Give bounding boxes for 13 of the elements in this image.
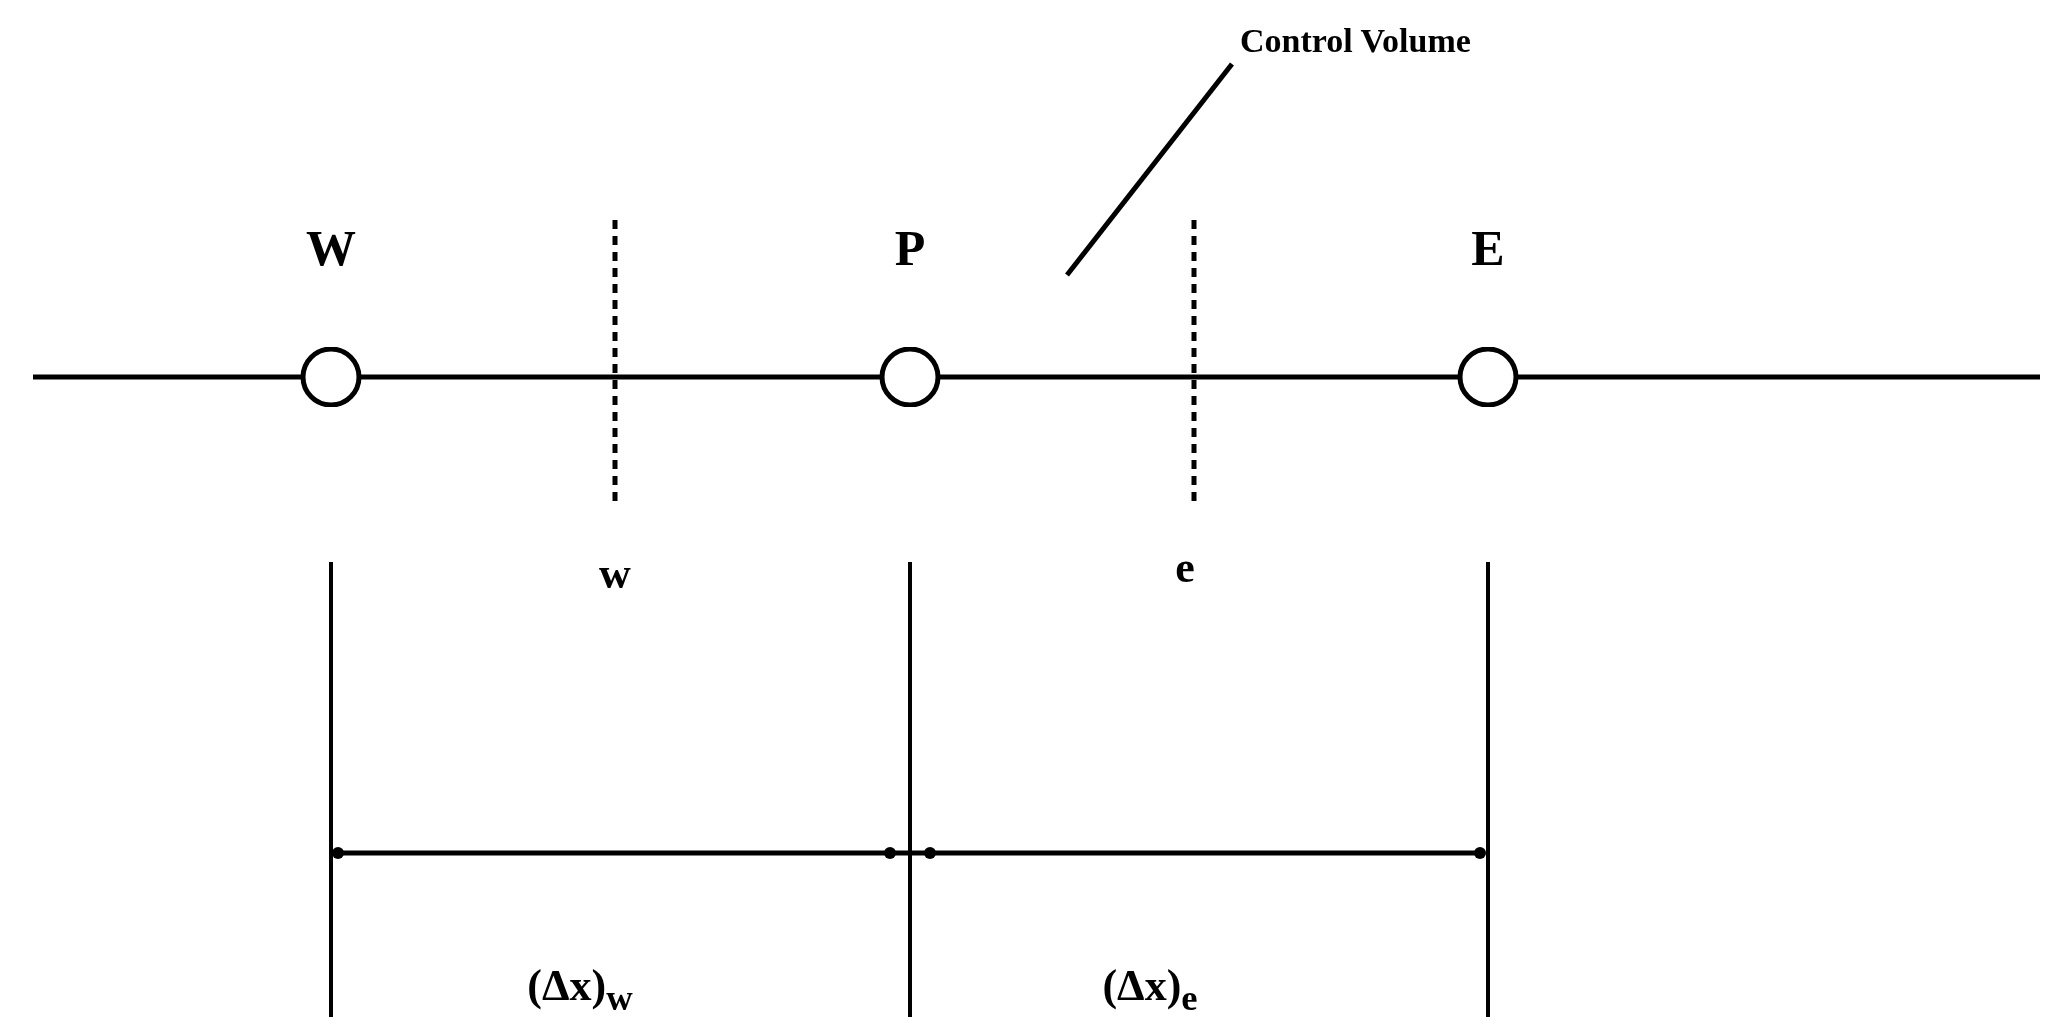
grid-node: E: [1456, 220, 1520, 407]
grid-node: P: [878, 220, 942, 407]
face-label: w: [599, 548, 631, 599]
face-label: e: [1175, 542, 1195, 593]
leader-line: [1065, 62, 1234, 277]
spacing-label: (Δx)$_{e}$: [1102, 960, 1198, 1017]
grid-node: W: [299, 220, 363, 407]
axis-line: [33, 374, 303, 380]
spacing-label: (Δx)$_{w}$: [527, 960, 633, 1017]
axis-line: [1516, 374, 2040, 380]
callout-label: Control Volume: [1240, 22, 1471, 60]
axis-line: [938, 374, 1460, 380]
axis-line: [359, 374, 882, 380]
